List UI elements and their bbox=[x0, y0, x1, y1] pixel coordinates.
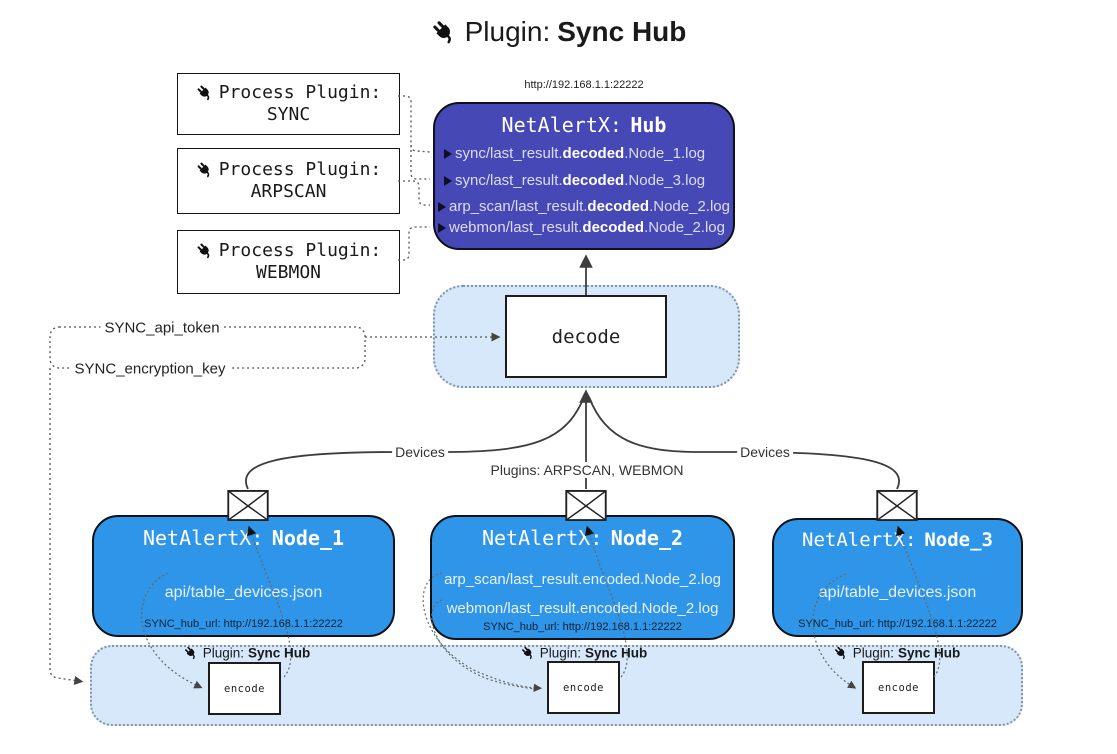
node-title: NetAlertX:Node_3 bbox=[802, 529, 993, 551]
arrow-right-icon bbox=[438, 222, 446, 233]
arrow-right-icon bbox=[444, 148, 452, 159]
hub-log-line: sync/last_result.decoded.Node_1.log bbox=[435, 144, 733, 163]
encode-box-node2: encode bbox=[547, 661, 620, 714]
process-plugin-name: ARPSCAN bbox=[250, 181, 327, 202]
process-plugin-label: Process Plugin: bbox=[218, 239, 382, 261]
devices-right-label: Devices bbox=[737, 444, 793, 460]
node-file: api/table_devices.json bbox=[164, 583, 323, 601]
process-plugin-webmon-box: Process Plugin: WEBMON bbox=[177, 230, 400, 294]
node-hub-url: SYNC_hub_url: http://192.168.1.1:22222 bbox=[483, 621, 682, 633]
netalertx-node1-box: NetAlertX:Node_1 api/table_devices.json … bbox=[92, 515, 395, 637]
process-plugin-label: Process Plugin: bbox=[218, 81, 382, 103]
node-title: NetAlertX:Node_1 bbox=[142, 526, 345, 550]
plug-icon bbox=[196, 84, 214, 102]
sync-hub-plugin-label: Plugin:Sync Hub bbox=[834, 645, 960, 661]
process-plugin-name: SYNC bbox=[266, 104, 311, 125]
page-title: Plugin: Sync Hub bbox=[0, 16, 1117, 48]
process-plugin-arpscan-box: Process Plugin: ARPSCAN bbox=[177, 148, 400, 214]
hub-url: http://192.168.1.1:22222 bbox=[524, 79, 644, 91]
plug-icon bbox=[521, 646, 536, 661]
netalertx-node3-box: NetAlertX:Node_3 api/table_devices.json … bbox=[772, 518, 1023, 637]
plug-icon bbox=[184, 646, 199, 661]
process-plugin-label: Process Plugin: bbox=[218, 158, 382, 180]
hub-log-line: webmon/last_result.decoded.Node_2.log bbox=[435, 218, 733, 237]
devices-left-label: Devices bbox=[392, 444, 448, 460]
netalertx-hub-box: NetAlertX: Hub sync/last_result.decoded.N… bbox=[433, 102, 735, 250]
process-plugin-name: WEBMON bbox=[255, 262, 322, 283]
hub-log-line: arp_scan/last_result.decoded.Node_2.log bbox=[435, 197, 733, 216]
title-name: Sync Hub bbox=[557, 16, 687, 47]
node-hub-url: SYNC_hub_url: http://192.168.1.1:22222 bbox=[798, 618, 997, 630]
plugins-center-label: Plugins: ARPSCAN, WEBMON bbox=[487, 462, 687, 478]
node-title: NetAlertX:Node_2 bbox=[481, 526, 684, 550]
plug-icon bbox=[834, 646, 849, 661]
sync-hub-plugin-label: Plugin:Sync Hub bbox=[184, 645, 310, 661]
arrow-right-icon bbox=[444, 175, 452, 186]
node-file: arp_scan/last_result.encoded.Node_2.log bbox=[444, 571, 721, 588]
title-prefix: Plugin: bbox=[464, 16, 551, 47]
plug-icon bbox=[196, 161, 214, 179]
process-plugin-links bbox=[398, 95, 431, 261]
sync-hub-plugin-label: Plugin:Sync Hub bbox=[521, 645, 647, 661]
decode-box: decode bbox=[505, 295, 667, 378]
envelope-icon-node3 bbox=[876, 490, 918, 521]
process-plugin-sync-box: Process Plugin: SYNC bbox=[177, 73, 400, 135]
arrow-right-icon bbox=[438, 201, 446, 212]
netalertx-node2-box: NetAlertX:Node_2 arp_scan/last_result.en… bbox=[430, 515, 735, 640]
node-file: webmon/last_result.encoded.Node_2.log bbox=[446, 600, 719, 617]
node-hub-url: SYNC_hub_url: http://192.168.1.1:22222 bbox=[144, 618, 343, 630]
encode-box-node1: encode bbox=[208, 662, 281, 715]
sync-api-token-label: SYNC_api_token bbox=[100, 319, 224, 337]
hub-title-prefix: NetAlertX: bbox=[501, 113, 622, 137]
hub-title: NetAlertX: Hub bbox=[435, 113, 733, 137]
encode-box-node3: encode bbox=[862, 661, 935, 714]
plug-icon bbox=[196, 242, 214, 260]
plug-icon bbox=[431, 19, 458, 46]
node-file: api/table_devices.json bbox=[818, 584, 977, 601]
hub-log-line: sync/last_result.decoded.Node_3.log bbox=[435, 171, 733, 190]
sync-encryption-key-label: SYNC_encryption_key bbox=[70, 360, 230, 378]
hub-title-name: Hub bbox=[630, 113, 667, 137]
